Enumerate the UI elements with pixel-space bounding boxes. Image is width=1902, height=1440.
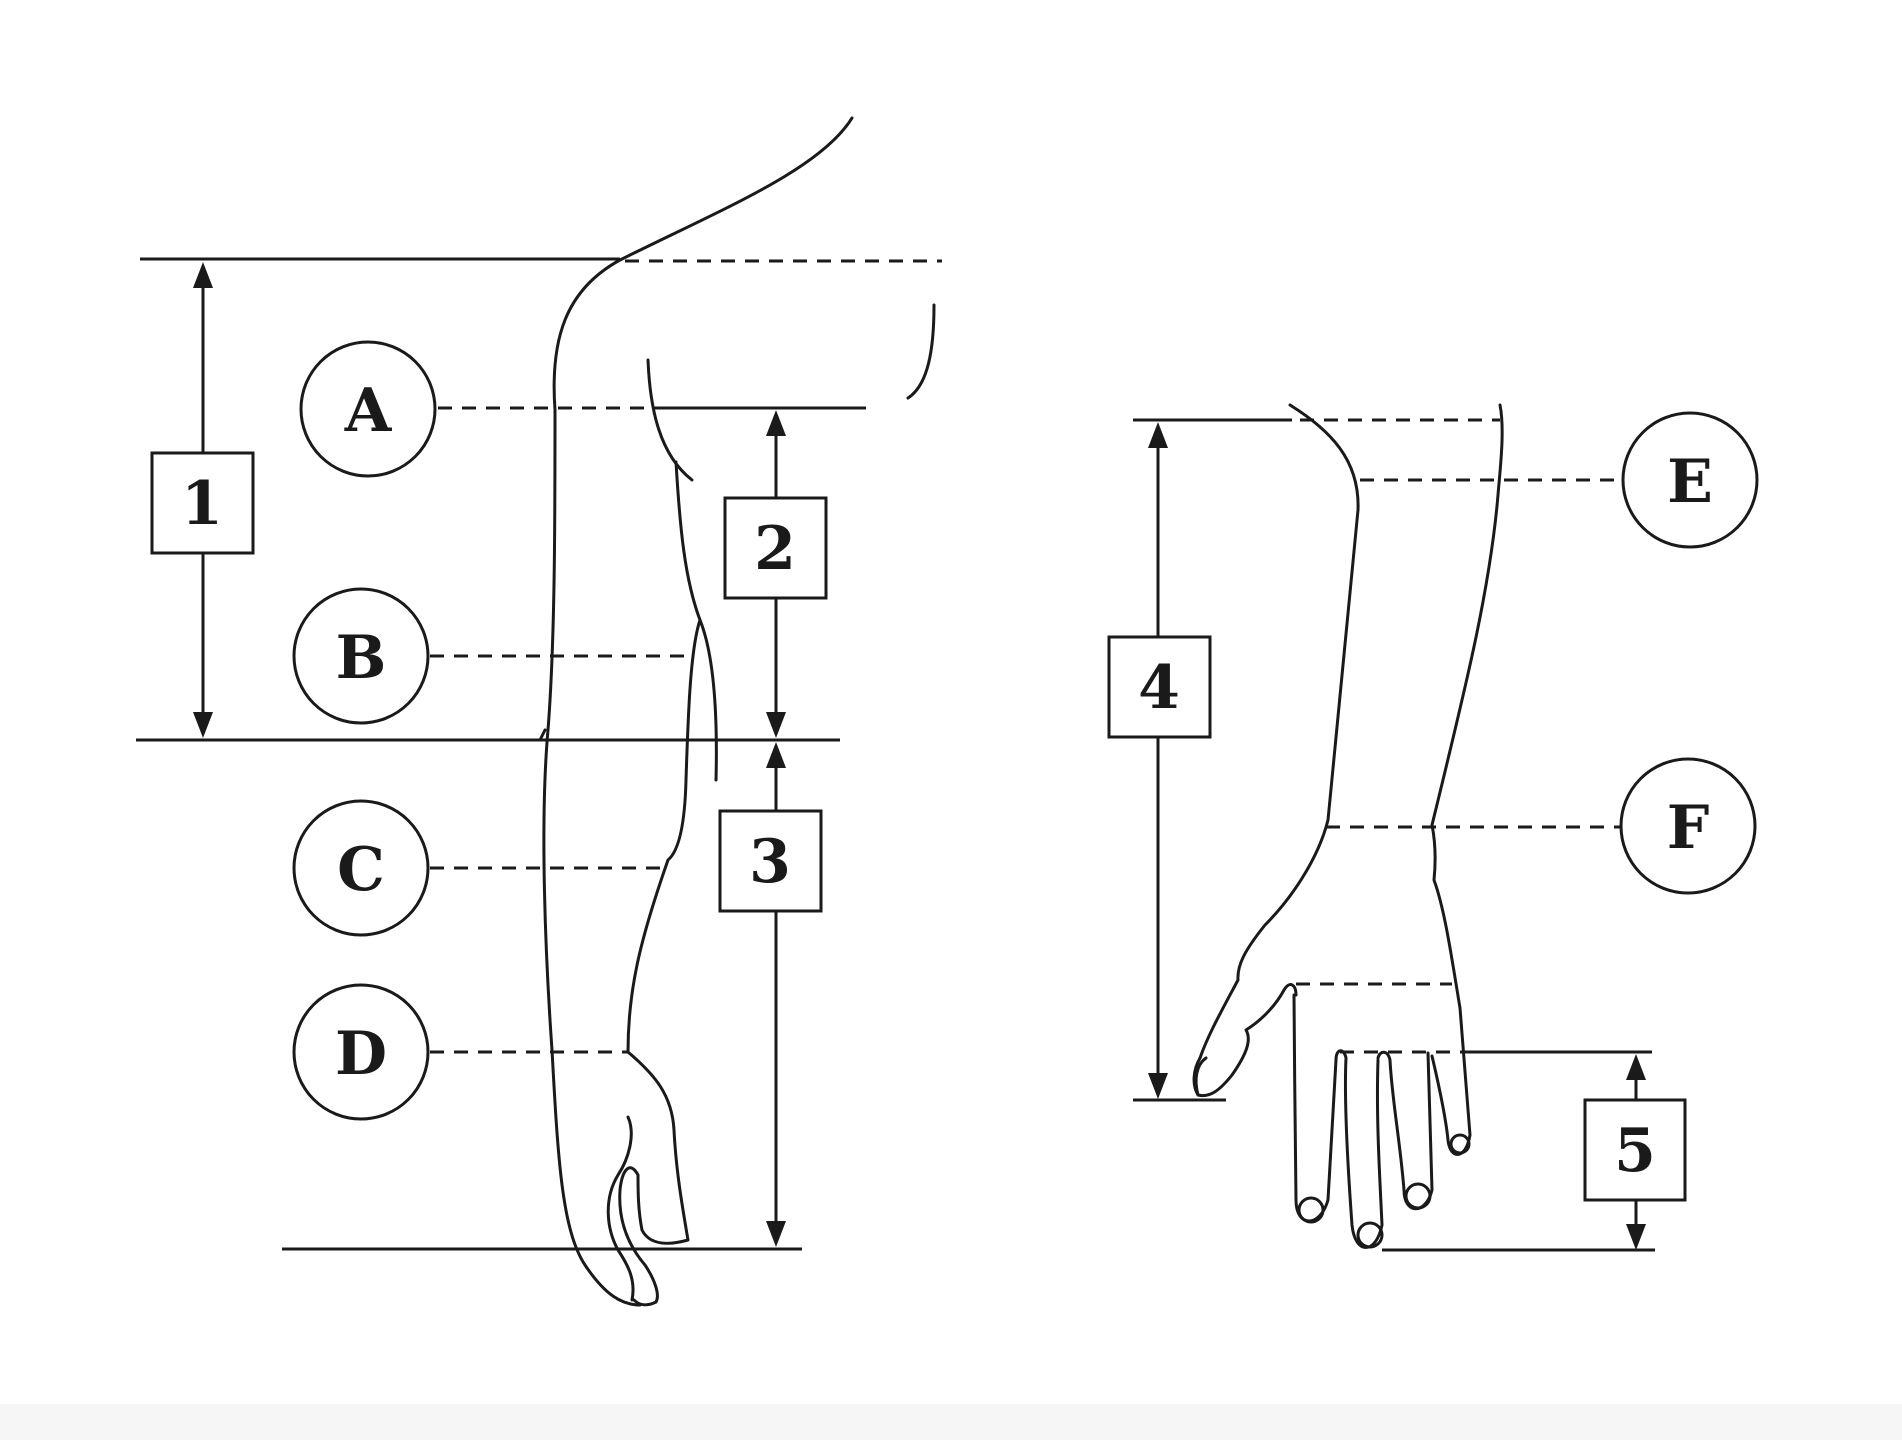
marker-a-label: A — [344, 376, 393, 446]
marker-b-circle — [292, 587, 430, 725]
marker-f-circle — [1619, 757, 1757, 895]
marker-f: F — [1619, 757, 1757, 895]
thumb-outline — [1192, 983, 1298, 1098]
marker-c-circle — [292, 799, 430, 937]
length-box-1: 1 — [150, 451, 255, 555]
dimension-3-arrow-top — [766, 742, 786, 768]
length-box-3-label: 3 — [749, 827, 791, 897]
nail-index — [1297, 1196, 1325, 1224]
length-box-3-frame — [718, 809, 823, 913]
dimension-2-arrow-bottom — [766, 712, 786, 738]
length-box-1-label: 1 — [181, 469, 223, 539]
length-box-5-label: 5 — [1614, 1116, 1656, 1186]
length-box-2-frame — [723, 496, 828, 600]
length-box-4-frame — [1107, 635, 1212, 739]
finger-pinky — [1430, 1006, 1472, 1156]
dimension-5-arrow-bottom — [1626, 1224, 1646, 1250]
dimension-4-arrow-top — [1148, 422, 1168, 448]
finger-index — [1292, 993, 1338, 1223]
full-arm-figure — [136, 116, 942, 1307]
marker-d-label: D — [335, 1019, 387, 1089]
marker-e-circle — [1621, 411, 1759, 549]
length-box-3: 3 — [718, 809, 823, 913]
length-box-5-frame — [1583, 1098, 1687, 1202]
dimension-3-arrow-bottom — [766, 1221, 786, 1247]
dimension-2-arrow-top — [766, 410, 786, 436]
dimension-1-arrow-top — [193, 262, 213, 288]
length-box-5: 5 — [1583, 1098, 1687, 1202]
nail-pinky — [1449, 1133, 1471, 1155]
arm-outline-armpit — [646, 358, 694, 482]
marker-e-label: E — [1667, 447, 1713, 517]
nail-middle — [1356, 1221, 1384, 1249]
dimension-1-arrow-bottom — [193, 712, 213, 738]
forearm-hand-figure — [1133, 403, 1655, 1252]
marker-f-label: F — [1667, 793, 1710, 863]
marker-c: C — [292, 799, 430, 937]
marker-b-label: B — [336, 623, 387, 693]
arm-outline-inner-upper — [674, 460, 718, 782]
marker-b: B — [292, 587, 430, 725]
arm-outline-thumb — [606, 1115, 635, 1302]
length-box-4-label: 4 — [1138, 653, 1180, 723]
length-box-4: 4 — [1107, 635, 1212, 739]
dimension-5-arrow-top — [1626, 1054, 1646, 1080]
arm-outline-elbow-crease — [538, 728, 547, 742]
arm-outline-inner-elbow — [626, 618, 702, 1054]
marker-a-circle — [299, 340, 437, 478]
arm-outline-shoulder — [552, 116, 854, 412]
marker-d-circle — [292, 983, 430, 1121]
finger-middle — [1334, 1049, 1384, 1249]
marker-c-label: C — [337, 835, 385, 905]
thumb-nail — [1194, 1056, 1208, 1097]
length-box-2: 2 — [723, 496, 828, 600]
forearm-outline-top — [1288, 403, 1360, 512]
page-bottom-band — [0, 1404, 1902, 1440]
marker-d: D — [292, 983, 430, 1121]
arm-outline-upper-left — [542, 408, 642, 1307]
nail-ring — [1404, 1182, 1432, 1210]
forearm-outline-right — [1430, 403, 1504, 1010]
length-box-1-frame — [150, 451, 255, 555]
dimension-4-arrow-bottom — [1148, 1073, 1168, 1099]
torso-side-outline — [906, 303, 936, 400]
length-box-2-label: 2 — [754, 514, 796, 584]
arm-outline-wrist — [618, 1050, 690, 1307]
marker-e: E — [1621, 411, 1759, 549]
forearm-outline-left — [1198, 508, 1360, 1060]
marker-a: A — [299, 340, 437, 478]
